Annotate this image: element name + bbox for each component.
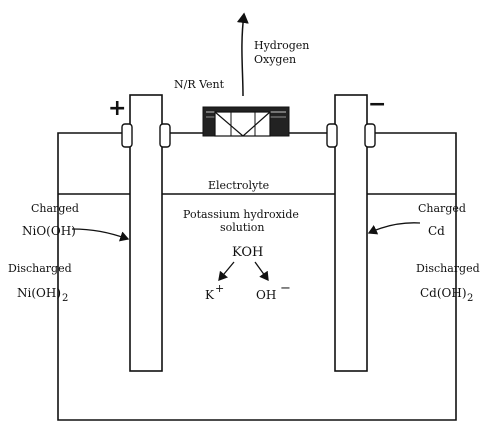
vent-gas-arrow	[236, 12, 249, 97]
positive-discharged-label: Discharged	[8, 262, 72, 275]
negative-charged-formula: Cd	[428, 224, 445, 238]
anion-label: OH	[256, 288, 276, 302]
cell-container	[57, 132, 457, 421]
positive-charged-label: Charged	[31, 202, 79, 215]
vent-assembly	[202, 106, 290, 137]
anion-charge: −	[280, 281, 291, 296]
negative-charged-label: Charged	[418, 202, 466, 215]
negative-terminal-symbol: −	[368, 92, 386, 117]
vent-gas-oxygen: Oxygen	[254, 53, 296, 66]
negative-plate	[326, 94, 376, 372]
vent-label: N/R Vent	[174, 78, 225, 91]
positive-plate	[121, 94, 171, 372]
positive-pointer-arrow	[71, 228, 130, 242]
cation-label: K	[205, 288, 215, 302]
negative-discharged-subscript: 2	[467, 293, 473, 304]
negative-discharged-formula: Cd(OH)	[420, 286, 467, 300]
solution-label-line2: solution	[220, 221, 265, 234]
solution-label-line1: Potassium hydroxide	[183, 208, 299, 221]
electrolyte-label: Electrolyte	[208, 179, 269, 192]
positive-discharged-subscript: 2	[62, 293, 68, 304]
arrow-to-cation	[218, 261, 235, 281]
arrow-to-anion	[254, 261, 269, 282]
koh-label: KOH	[232, 245, 263, 260]
cation-charge: +	[215, 282, 224, 295]
negative-discharged-label: Discharged	[416, 262, 480, 275]
vent-gas-hydrogen: Hydrogen	[254, 39, 309, 52]
positive-discharged-formula: Ni(OH)	[17, 286, 61, 300]
negative-pointer-arrow	[367, 222, 421, 235]
positive-terminal-symbol: +	[108, 96, 126, 121]
positive-charged-formula: NiO(OH)	[22, 224, 76, 238]
